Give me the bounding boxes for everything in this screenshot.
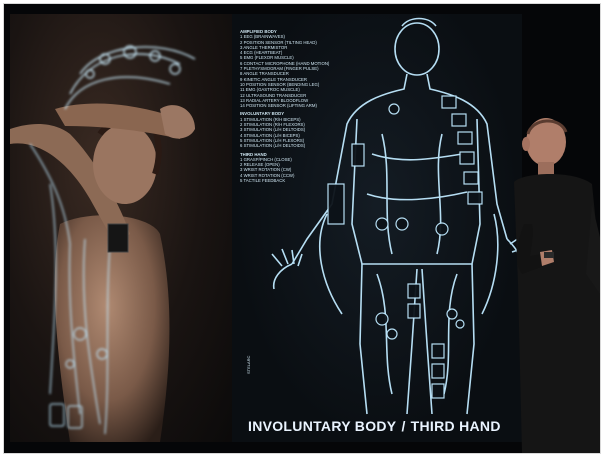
wrist-device <box>108 224 128 252</box>
performer-photo-panel <box>10 14 232 442</box>
presenter-figure <box>504 104 600 453</box>
diagram-head <box>395 23 439 75</box>
slide-caption: INVOLUNTARY BODY / THIRD HAND <box>248 418 518 438</box>
presenter-shirt <box>514 174 600 453</box>
legend-item: 6 STIMULATION (L/H DELTOIDS) <box>240 143 358 148</box>
caption-right: THIRD HAND <box>411 418 501 434</box>
caption-separator: / <box>401 418 405 434</box>
caption-left: INVOLUNTARY BODY <box>248 418 396 434</box>
diagram-legend: AMPLIFIED BODY 1 EEG (BRAINWAVES) 2 POSI… <box>240 26 358 183</box>
presenter-remote <box>544 252 554 258</box>
performer-figure <box>10 14 232 442</box>
performer-head <box>93 124 157 204</box>
legend-item: 14 POSITION SENSOR (LIFTING ARM) <box>240 103 358 108</box>
presenter <box>504 104 600 453</box>
photo-frame: AMPLIFIED BODY 1 EEG (BRAINWAVES) 2 POSI… <box>4 4 600 453</box>
diagram-vertical-label: STELARC <box>246 356 251 374</box>
legend-item: 5 TACTILE FEEDBACK <box>240 178 358 183</box>
projection-screen: AMPLIFIED BODY 1 EEG (BRAINWAVES) 2 POSI… <box>10 14 522 442</box>
